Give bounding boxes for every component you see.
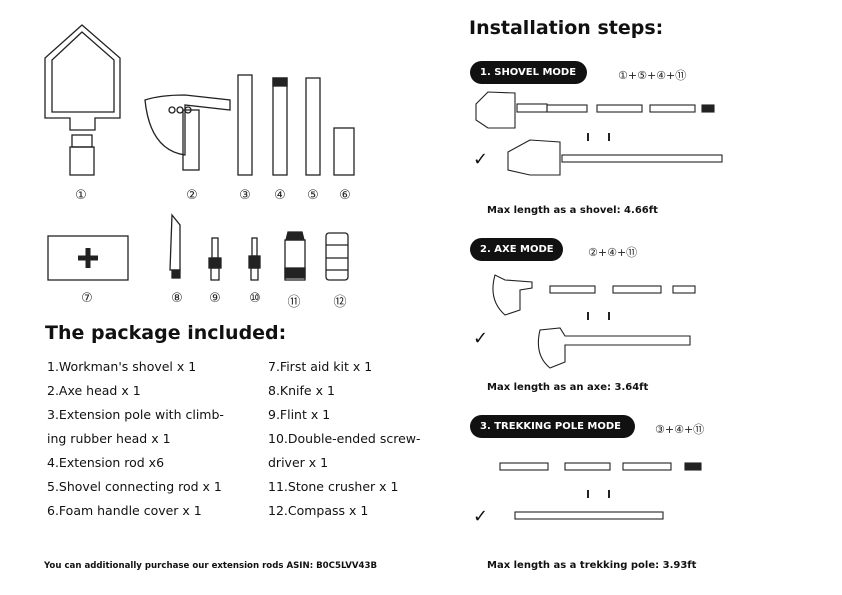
package-item: 11.Stone crusher x 1 [268,479,399,494]
part-number: ① [75,188,87,203]
part-number: ④ [274,188,286,203]
package-item: ing rubber head x 1 [47,431,171,446]
mode-label: 3. TREKKING POLE MODE [470,415,635,438]
max-length: Max length as a trekking pole: 3.93ft [487,560,697,571]
mode-label: 2. AXE MODE [470,238,563,261]
package-item: 2.Axe head x 1 [47,383,141,398]
check-icon: ✓ [473,506,488,527]
package-item: 9.Flint x 1 [268,407,331,422]
part-number: ⑨ [209,291,221,306]
package-item: 4.Extension rod x6 [47,455,165,470]
shovel-drawing [44,24,121,176]
part-number: ⑥ [339,188,351,203]
package-item: 5.Shovel connecting rod x 1 [47,479,222,494]
mode-formula: ③+④+⑪ [655,423,705,436]
shovel-mode-drawing: ✓ [473,91,723,176]
max-length: Max length as an axe: 3.64ft [487,382,649,393]
axe-drawing [144,94,231,171]
package-item: 6.Foam handle cover x 1 [47,503,202,518]
install-title: Installation steps: [469,17,664,39]
part-number: ⑫ [333,295,347,310]
package-item: driver x 1 [268,455,329,470]
check-icon: ✓ [473,149,488,170]
flint-drawing [208,237,222,281]
mode-formula: ②+④+⑪ [588,246,638,259]
package-item: 7.First aid kit x 1 [268,359,373,374]
part-number: ⑤ [307,188,319,203]
trekking-mode-drawing: ✓ [473,462,702,527]
package-item: 3.Extension pole with climb- [47,407,224,422]
part-number: ② [186,188,198,203]
package-item: 12.Compass x 1 [268,503,369,518]
check-icon: ✓ [473,328,488,349]
first-aid-kit-drawing [47,235,129,281]
part-number: ⑩ [249,291,261,306]
mode-label: 1. SHOVEL MODE [470,61,587,84]
mode-formula: ①+⑤+④+⑪ [618,69,687,82]
footnote: You can additionally purchase our extens… [44,561,378,571]
part-number: ③ [239,188,251,203]
knife-drawing [169,213,181,279]
part-number: ⑧ [171,291,183,306]
part-number: ⑪ [287,295,301,310]
max-length: Max length as a shovel: 4.66ft [487,205,658,216]
axe-mode-drawing: ✓ [473,274,696,369]
package-item: 1.Workman's shovel x 1 [47,359,197,374]
part-number: ⑦ [81,291,93,306]
screwdriver-drawing [248,237,261,281]
rods-drawing [237,74,355,176]
stone-crusher-drawing [284,231,306,281]
package-title: The package included: [45,322,287,344]
package-item: 8.Knife x 1 [268,383,335,398]
compass-drawing [325,232,349,281]
package-item: 10.Double-ended screw- [268,431,421,446]
